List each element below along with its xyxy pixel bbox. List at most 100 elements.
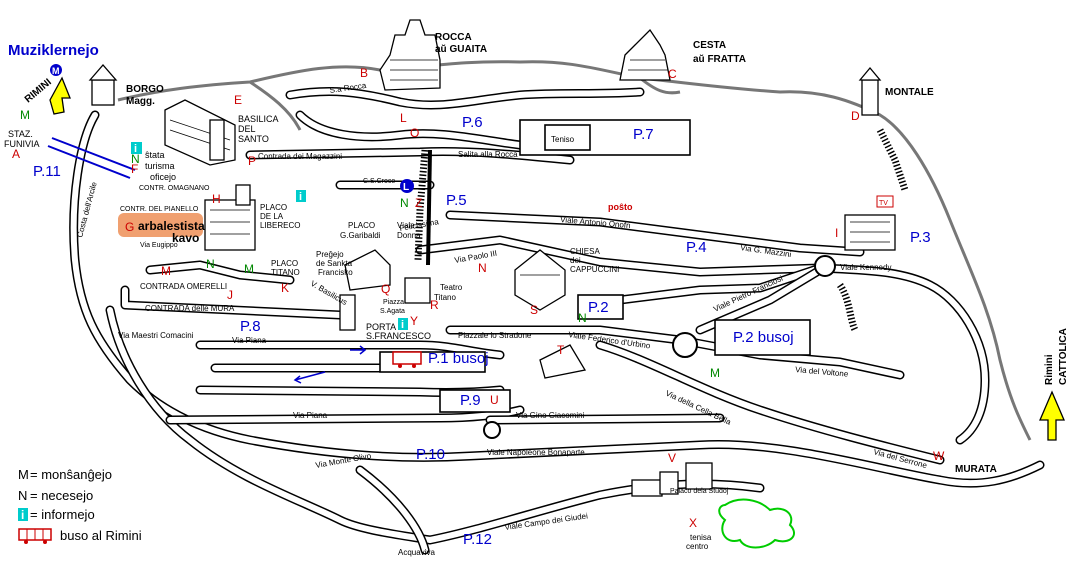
t-building	[539, 344, 587, 379]
legend: M = monŝanĝejo N = necesejo i = informej…	[18, 467, 142, 544]
label-cattolica-1: Rimini	[1044, 354, 1055, 385]
legend-bus-text: buso al Rimini	[60, 528, 142, 543]
label-teniso: Teniso	[551, 135, 575, 144]
label-placo-libereco-1: PLACO	[260, 203, 287, 212]
label-placo-libereco-2: DE LA	[260, 212, 284, 221]
marker-f: F	[131, 162, 138, 176]
necesejo-n-4: N	[578, 311, 587, 325]
street-cs-croce: C.S.Croce	[363, 178, 395, 185]
parking-p9: P.9	[460, 392, 481, 409]
label-tenisa: tenisa	[690, 533, 712, 542]
tennis-center-trees	[718, 498, 795, 549]
label-basilica-3: SANTO	[238, 134, 269, 144]
roundabout-kennedy	[814, 255, 836, 277]
stairs-kennedy	[836, 283, 859, 332]
bus-icon-p1	[392, 351, 422, 368]
cattolica-arrow	[1039, 390, 1065, 441]
parking-p7: P.7	[633, 126, 654, 143]
label-chiesa-2: dei	[570, 256, 581, 265]
street-via-piana: Via Piana	[232, 336, 267, 345]
parking-p2-bus: P.2 busoj	[733, 329, 794, 346]
legend-m-text: = monŝanĝejo	[30, 467, 112, 482]
label-viale-donna-1: Viale	[397, 221, 415, 230]
label-montale: MONTALE	[885, 87, 934, 98]
label-basilica-2: DEL	[238, 124, 256, 134]
marker-p: P	[248, 154, 256, 168]
street-salita-rocca: Salita alla Rocca	[458, 150, 518, 159]
street-voltone: Via del Voltone	[795, 365, 849, 379]
cappuccini-church	[514, 249, 566, 311]
legend-i-text: = informejo	[30, 507, 95, 522]
cable-car-line-2	[47, 145, 131, 179]
label-porta-1: PORTA	[366, 322, 396, 332]
marker-u: U	[490, 393, 499, 407]
label-centro: centro	[686, 542, 709, 551]
marker-d: D	[851, 109, 860, 123]
label-kavo: kavo	[172, 231, 199, 245]
exchange-m-2: M	[244, 262, 254, 276]
label-borgo-sub: Magg.	[126, 96, 155, 107]
legend-n-text: = necesejo	[30, 488, 93, 503]
marker-a: A	[12, 147, 20, 161]
parking-p1: P.1 busoj	[428, 350, 489, 367]
roundabout-federico	[672, 332, 698, 358]
toilet-exchange-m-1: M	[20, 108, 30, 122]
path-rocca-down	[426, 149, 432, 266]
kennedy-building	[844, 195, 896, 251]
label-viale-donna-2: Donna	[397, 231, 421, 240]
stairs-montale	[876, 128, 909, 192]
street-stradone: Piazzale lo Stradone	[458, 331, 532, 340]
arbalestista-area	[118, 213, 203, 237]
street-pianello: CONTR. DEL PIANELLO	[120, 206, 199, 213]
exchange-m-3: M	[710, 366, 720, 380]
street-onofri: Viale Antonio Onofri	[560, 215, 631, 230]
parking-p6: P.6	[462, 114, 483, 131]
mountain-ridge	[249, 76, 681, 131]
info-icon-1-glyph: i	[134, 143, 137, 155]
san-francesco-church	[339, 249, 391, 331]
marker-w: W	[933, 449, 945, 463]
label-palazzo-studi: Palaco dela Studoj	[670, 488, 729, 495]
label-funivia: FUNIVIA	[4, 139, 40, 149]
label-arbalestista: arbalestista	[138, 219, 205, 233]
marker-h: H	[212, 192, 221, 206]
roundabout-giacomini	[483, 421, 501, 439]
label-placo-titano-1: PLACO	[271, 259, 298, 268]
street-kennedy: Viale Kennedy	[840, 263, 891, 272]
marker-n: N	[478, 261, 487, 275]
cable-car-icon-glyph: M	[52, 66, 60, 76]
marker-c: C	[668, 67, 677, 81]
info-icon-3-glyph: i	[401, 319, 404, 331]
label-cesta: CESTA	[693, 40, 726, 51]
label-porta-2: S.FRANCESCO	[366, 331, 431, 341]
arrow-east-icon	[350, 345, 367, 355]
label-pregejo-2: de Sankta	[316, 259, 353, 268]
legend-bus-icon	[18, 528, 52, 544]
label-staz: STAZ.	[8, 129, 33, 139]
label-borgo: BORGO	[126, 84, 164, 95]
marker-e: E	[234, 93, 242, 107]
rocca-castle	[379, 19, 441, 91]
label-chiesa-3: CAPPUCCINI	[570, 265, 619, 274]
cesta-castle	[619, 28, 671, 81]
stairs-rocca	[414, 149, 429, 261]
label-rimini: RIMINI	[23, 77, 54, 106]
parking-p11: P.11	[33, 163, 61, 180]
marker-s: S	[530, 303, 538, 317]
marker-m: M	[161, 264, 171, 278]
tennis-block	[544, 124, 591, 151]
cable-car-icon	[50, 64, 62, 76]
parking-p4: P.4	[686, 239, 707, 256]
parking-p12: P.12	[463, 531, 492, 548]
street-eugippo: Via Eugippo	[140, 242, 178, 249]
mountain-outline	[117, 60, 1032, 441]
marker-g: G	[125, 220, 134, 234]
marker-z: Z	[415, 196, 422, 210]
street-maestri-comacini: Via Maestri Comacini	[118, 331, 194, 340]
street-omerelli: CONTRADA OMERELLI	[140, 282, 227, 291]
marker-x: X	[689, 516, 697, 530]
label-teatro-2: Titano	[434, 293, 456, 302]
palazzo-pubblico	[204, 184, 256, 251]
label-stata-3: oficejo	[150, 172, 176, 182]
